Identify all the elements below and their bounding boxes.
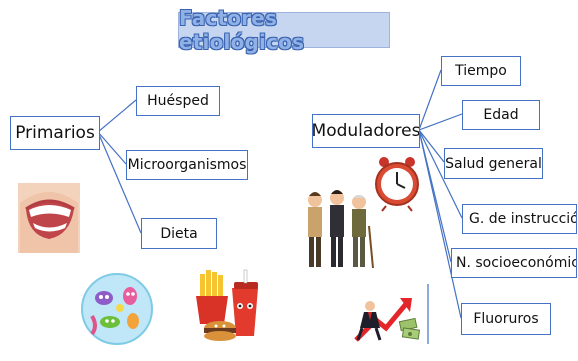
microorganismos-node: Microorganismos <box>126 150 248 180</box>
fast-food-icon <box>196 269 258 341</box>
family-icon <box>308 190 374 269</box>
microbes-icon <box>81 273 153 345</box>
line-salud <box>418 129 445 163</box>
fluoruros-node: Fluoruros <box>461 303 551 335</box>
growth-arrow-icon <box>354 298 412 342</box>
salud-general-node: Salud general <box>444 148 543 179</box>
line-fluoruros <box>418 129 462 319</box>
diagram-title: Factores etiológicos <box>178 6 390 54</box>
line-microorganismos <box>97 131 127 165</box>
edad-node: Edad <box>462 100 540 130</box>
line-dieta <box>97 131 142 234</box>
primarios-node: Primarios <box>10 116 100 150</box>
line-tiempo <box>418 69 442 131</box>
line-edad <box>418 113 463 131</box>
line-huesped <box>97 99 137 133</box>
huesped-node: Huésped <box>136 86 220 116</box>
instruccion-node: G. de instrucción <box>462 204 577 234</box>
money-icon <box>398 317 421 340</box>
smile-icon <box>18 183 80 253</box>
divider-line <box>427 284 429 344</box>
line-instruccion <box>418 129 463 219</box>
socioeconomico-node: N. socioeconómico <box>451 248 577 278</box>
dieta-node: Dieta <box>141 218 217 249</box>
clock-icon <box>375 157 419 212</box>
moduladores-node: Moduladores <box>312 114 420 148</box>
tiempo-node: Tiempo <box>441 56 521 86</box>
